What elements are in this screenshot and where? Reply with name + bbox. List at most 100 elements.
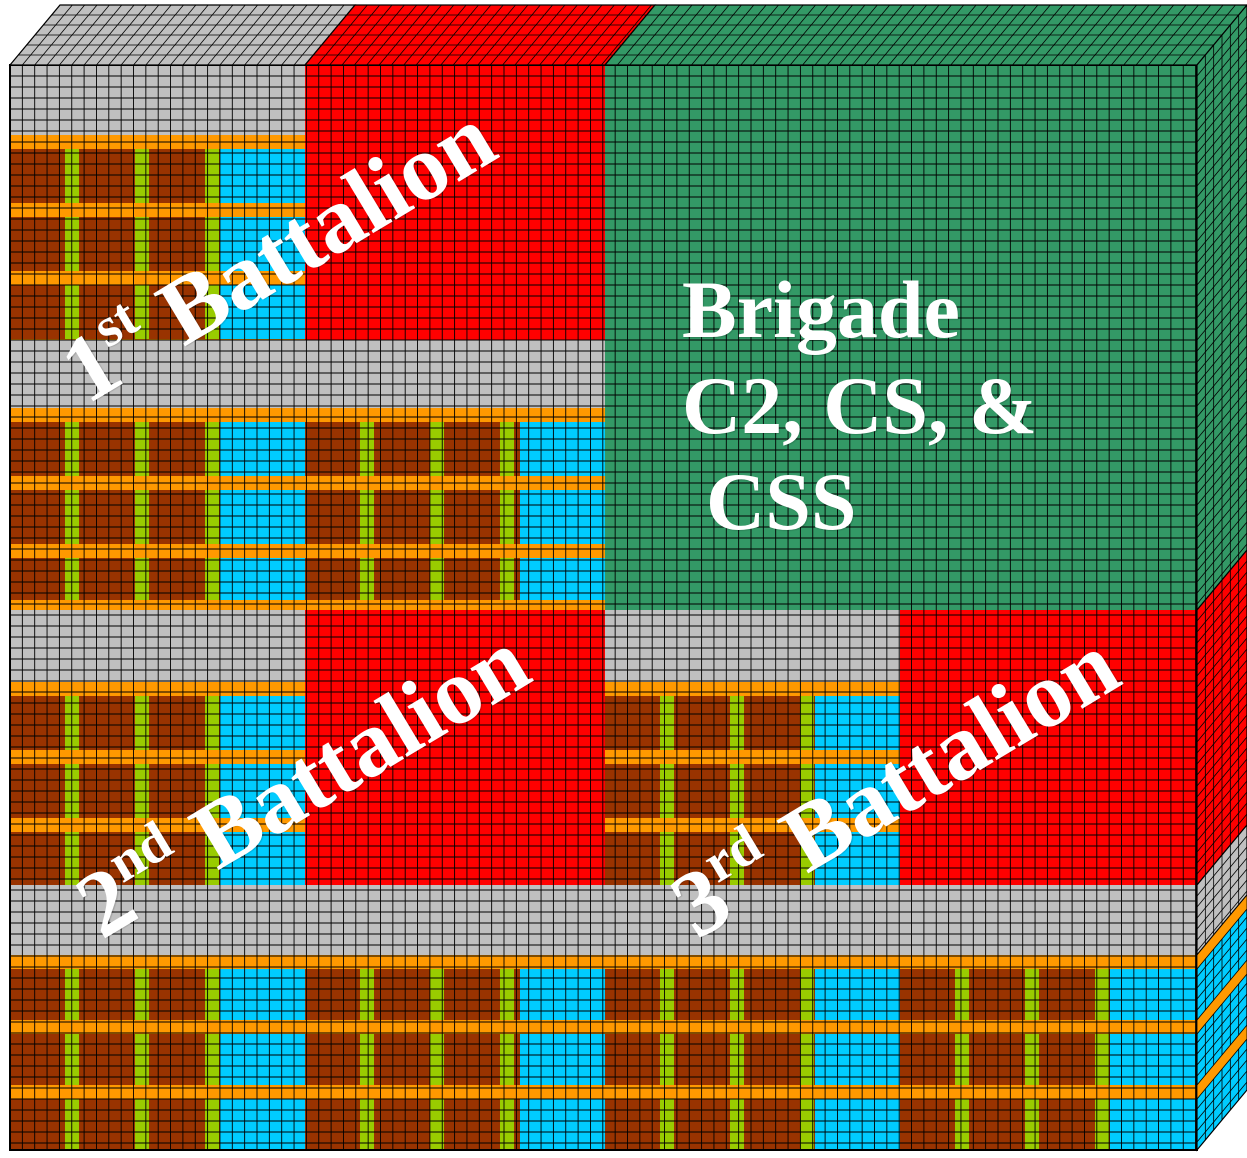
bn1-upper-lime-stripe [205,149,219,203]
bn3-lower-lime-stripe [660,1099,674,1150]
bn3-lower-orange-band [605,955,1197,969]
bn2-lower-lime-stripe [135,969,149,1020]
bn2-lower-cyan-block [220,1099,305,1150]
side-orange-band [1196,894,1247,971]
brigade-block [605,65,1197,610]
bn3-lower-cyan-block [815,1099,900,1150]
bn1-lower-orange-band [10,408,605,422]
bn2-lower-lime-stripe [430,1034,444,1085]
bn3-lower-lime-stripe [955,969,969,1020]
bn1-lower-lime-stripe [430,490,444,544]
bn2-upper-lime-stripe [135,696,149,750]
bn1-lower-lime-stripe [500,490,514,544]
bn3-lower-lime-stripe [730,1034,744,1085]
side-orange-band [1196,959,1247,1036]
bn3-lower-lime-stripe [1025,969,1039,1020]
bn1-lower-lime-stripe [135,422,149,476]
bn2-lower-lime-stripe [135,1099,149,1150]
bn2-lower-lime-stripe [430,969,444,1020]
bn1-lower-brown-block [10,422,605,476]
bn3-upper-cyan-block [815,696,900,750]
bn3-upper-lime-stripe [800,832,814,886]
bn2-upper-cyan-block [220,832,305,886]
bn3-upper-lime-stripe [730,696,744,750]
bn3-lower-lime-stripe [660,1034,674,1085]
bn3-lower-lime-stripe [1095,969,1109,1020]
bn2-lower-lime-stripe [205,1099,219,1150]
bn1-upper-lime-stripe [135,149,149,203]
bn2-lower-lime-stripe [430,1099,444,1150]
bn2-lower-brown-block [10,1099,605,1150]
bn1-lower-lime-stripe [205,558,219,612]
bn3-lower-lime-stripe [955,1099,969,1150]
bn1-lower-lime-stripe [135,490,149,544]
bn2-lower-orange-band [10,955,605,969]
bn3-lower-cyan-block [1110,969,1195,1020]
bn2-lower-orange-band [10,1020,605,1034]
bn1-lower-cyan-block [520,490,605,544]
bn2-lower-cyan-block [520,969,605,1020]
bn3-lower-lime-stripe [730,1099,744,1150]
bn3-lower-lime-stripe [1095,1099,1109,1150]
bn1-lower-cyan-block [520,422,605,476]
bn1-upper-lime-stripe [205,285,219,339]
bn3-lower-lime-stripe [955,1034,969,1085]
bn3-lower-lime-stripe [800,969,814,1020]
bn1-lower-lime-stripe [500,558,514,612]
bn2-upper-cyan-block [220,696,305,750]
bn1-lower-lime-stripe [360,558,374,612]
bn3-lower-lime-stripe [1095,1034,1109,1085]
bn3-red-block [900,610,1197,885]
bn3-lower-lime-stripe [660,969,674,1020]
bn3-lower-orange-band [605,1085,1197,1099]
bn1-lower-lime-stripe [205,490,219,544]
bn1-lower-lime-stripe [500,422,514,476]
bn2-upper-lime-stripe [205,832,219,886]
bn3-upper-cyan-block [815,832,900,886]
brigade-line-1: Brigade [682,264,960,355]
side-orange-band [1196,1024,1247,1101]
bn3-gray-mid [605,885,1197,955]
bn3-lower-lime-stripe [1025,1099,1039,1150]
bn1-upper-cyan-block [220,217,305,271]
bn2-lower-lime-stripe [500,969,514,1020]
bn2-lower-cyan-block [220,1034,305,1085]
bn1-lower-cyan-block [220,422,305,476]
bn2-lower-lime-stripe [205,1034,219,1085]
bn3-lower-lime-stripe [800,1034,814,1085]
bn2-lower-lime-stripe [500,1099,514,1150]
bn2-gray-top [10,610,305,682]
bn1-lower-orange-band [10,544,605,558]
bn2-lower-lime-stripe [205,969,219,1020]
bn3-upper-orange-band [605,818,900,832]
bn3-upper-orange-band [605,682,900,696]
bn1-lower-lime-stripe [205,422,219,476]
bn1-lower-brown-block [10,490,605,544]
front-grid [9,64,1198,1151]
bn1-upper-cyan-block [220,149,305,203]
bn2-lower-lime-stripe [500,1034,514,1085]
bn3-lower-cyan-block [1110,1099,1195,1150]
bn1-lower-lime-stripe [360,422,374,476]
bn1-lower-lime-stripe [430,558,444,612]
bn3-upper-lime-stripe [730,832,744,886]
brigade-label: Brigade C2, CS, & CSS [682,262,1037,550]
bn2-lower-lime-stripe [360,1099,374,1150]
bn2-lower-orange-band [10,1085,605,1099]
bn3-lower-cyan-block [815,969,900,1020]
brigade-line-3: CSS [706,456,857,547]
bn3-lower-lime-stripe [800,1099,814,1150]
bn2-lower-brown-block [10,969,605,1020]
bn3-upper-orange-band [605,750,900,764]
bn1-lower-lime-stripe [360,490,374,544]
bn3-upper-lime-stripe [660,696,674,750]
bn3-lower-lime-stripe [730,969,744,1020]
bn2-lower-lime-stripe [360,969,374,1020]
bn1-orange-bottom [10,600,605,610]
bn2-upper-orange-band [10,682,305,696]
bn1-upper-cyan-block [220,285,305,339]
bn2-upper-lime-stripe [205,696,219,750]
bn1-lower-cyan-block [220,490,305,544]
bn2-lower-cyan-block [520,1099,605,1150]
